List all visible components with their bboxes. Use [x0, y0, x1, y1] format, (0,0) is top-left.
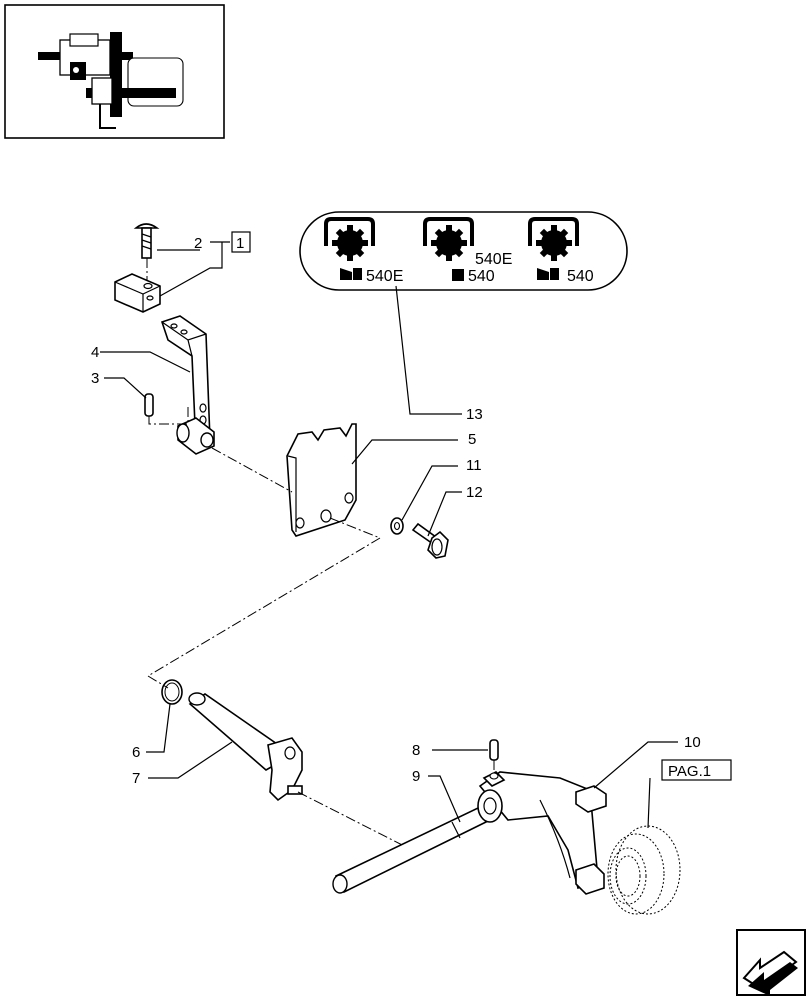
part-detent-plate-5: [286, 423, 357, 537]
callout-7: 7: [132, 770, 140, 787]
callout-4: 4: [91, 344, 99, 361]
speed-symbol-1: 540E: [324, 217, 403, 285]
part-washer-11: [390, 517, 404, 535]
speed-symbol-3-label: 540: [567, 268, 594, 285]
callout-6: 6: [132, 744, 140, 761]
leader-lines: [100, 241, 678, 829]
part-sleeve-reference: [607, 825, 681, 915]
part-pin-8: [489, 739, 499, 761]
speed-symbol-1-label: 540E: [366, 268, 403, 285]
part-fork-pads-10: [575, 785, 607, 895]
callout-13: 13: [466, 406, 483, 423]
callout-12: 12: [466, 484, 483, 501]
callout-2: 2: [194, 235, 202, 252]
next-page-arrow-icon: [742, 950, 798, 996]
part-rod-9: [332, 806, 488, 894]
pto-spline-symbol-icon: [423, 217, 474, 261]
callout-9: 9: [412, 768, 420, 785]
callout-8: 8: [412, 742, 420, 759]
speed-symbol-2-label-bottom: 540: [468, 268, 495, 285]
part-screw-2: [133, 223, 160, 259]
part-o-ring-6: [161, 679, 183, 705]
speed-symbol-2-label-top: 540E: [475, 251, 512, 268]
callout-1: 1: [236, 235, 244, 252]
callout-3: 3: [91, 370, 99, 387]
page-reference: PAG.1: [668, 763, 711, 780]
page-reference-box: [661, 759, 732, 781]
thumbnail-locator: [4, 4, 225, 139]
part-shaft-7: [188, 692, 303, 802]
part-bolt-12: [411, 522, 449, 559]
next-page-button[interactable]: [736, 929, 806, 996]
part-pin-3: [144, 393, 154, 417]
speed-symbol-3: 540: [528, 217, 594, 285]
callout-labels: 2 1 4 3 13 5 11 12 6 7 8 9 10 PAG.1: [91, 231, 732, 787]
callout-10: 10: [684, 734, 701, 751]
speed-symbols-panel: 540E 540E 540: [299, 211, 628, 291]
callout-1-box: [231, 231, 251, 253]
part-clamp-block: [114, 273, 161, 313]
part-shift-fork: [477, 771, 599, 890]
part-lever-4: [160, 315, 215, 455]
pto-spline-symbol-icon: [324, 217, 375, 261]
callout-5: 5: [468, 431, 476, 448]
thumbnail-locator-icon: [38, 32, 184, 129]
speed-symbol-2: 540E 540: [423, 217, 512, 285]
callout-11: 11: [466, 457, 482, 474]
